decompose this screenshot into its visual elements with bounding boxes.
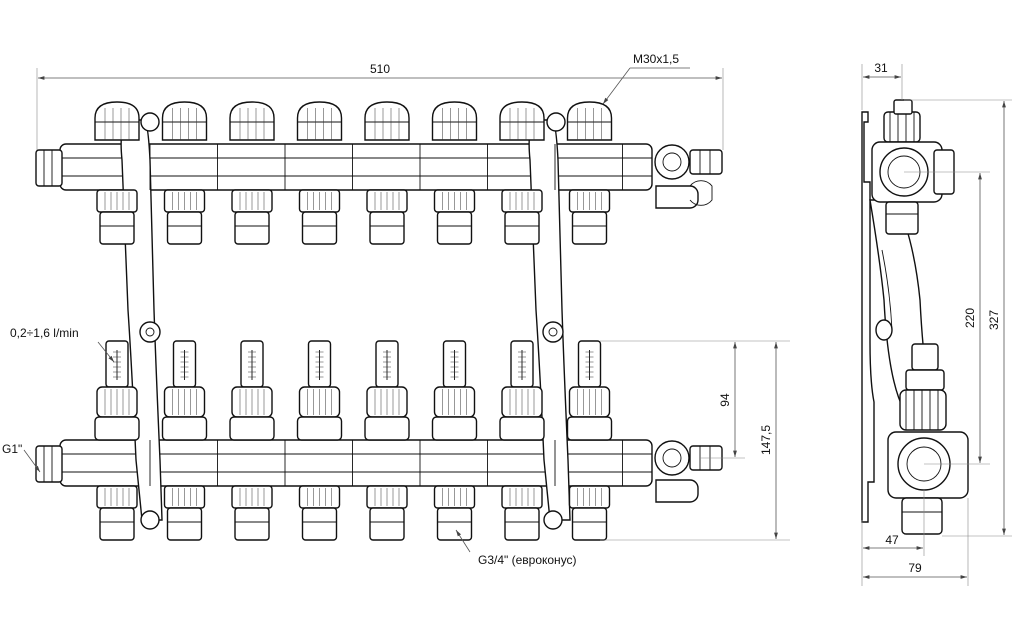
dimension-label-220: 220 bbox=[963, 308, 977, 328]
outlet-unit-5 bbox=[364, 101, 421, 541]
outlet-thread-callout: G3/4" (евроконус) bbox=[455, 529, 577, 567]
front-view: 510 M30x1,5 bbox=[2, 52, 790, 567]
dimension-overall-width: 510 bbox=[36, 62, 724, 150]
dimension-327: 327 bbox=[904, 99, 1012, 537]
dimension-label-47: 47 bbox=[885, 533, 899, 547]
flow-range-callout: 0,2÷1,6 l/min bbox=[10, 326, 115, 363]
outlet-unit-2 bbox=[161, 101, 218, 541]
flow-range-label: 0,2÷1,6 l/min bbox=[10, 326, 79, 340]
dimension-label-79: 79 bbox=[908, 561, 922, 575]
inlet-thread-label: G1" bbox=[2, 442, 22, 456]
dimension-47: 47 bbox=[861, 490, 925, 586]
thread-callout: M30x1,5 bbox=[602, 52, 690, 105]
inlet-thread-callout: G1" bbox=[2, 442, 41, 473]
dimension-label-147: 147,5 bbox=[759, 425, 773, 455]
outlet-thread-label: G3/4" (евроконус) bbox=[478, 553, 577, 567]
dimension-94: 94 bbox=[600, 340, 790, 459]
dimension-31: 31 bbox=[861, 61, 903, 110]
lower-manifold-bar bbox=[35, 439, 723, 503]
thread-label: M30x1,5 bbox=[633, 52, 679, 66]
outlet-unit-3 bbox=[229, 101, 286, 541]
dimension-79: 79 bbox=[863, 498, 969, 586]
dimension-label-327: 327 bbox=[987, 310, 1001, 330]
dimension-220: 220 bbox=[904, 171, 990, 465]
upper-manifold-bar bbox=[35, 143, 723, 209]
outlet-unit-6 bbox=[431, 101, 488, 541]
dimension-label-510: 510 bbox=[370, 62, 390, 76]
outlet-unit-7 bbox=[499, 101, 556, 541]
outlet-unit-4 bbox=[296, 101, 353, 541]
dimension-147: 147,5 bbox=[600, 342, 790, 541]
outlet-units bbox=[94, 101, 623, 541]
outlet-unit-8 bbox=[566, 101, 623, 541]
dimension-label-94: 94 bbox=[718, 393, 732, 407]
outlet-unit-1 bbox=[94, 101, 151, 541]
dimension-label-31: 31 bbox=[874, 61, 888, 75]
side-view: 31 220 327 47 79 bbox=[861, 61, 1012, 586]
